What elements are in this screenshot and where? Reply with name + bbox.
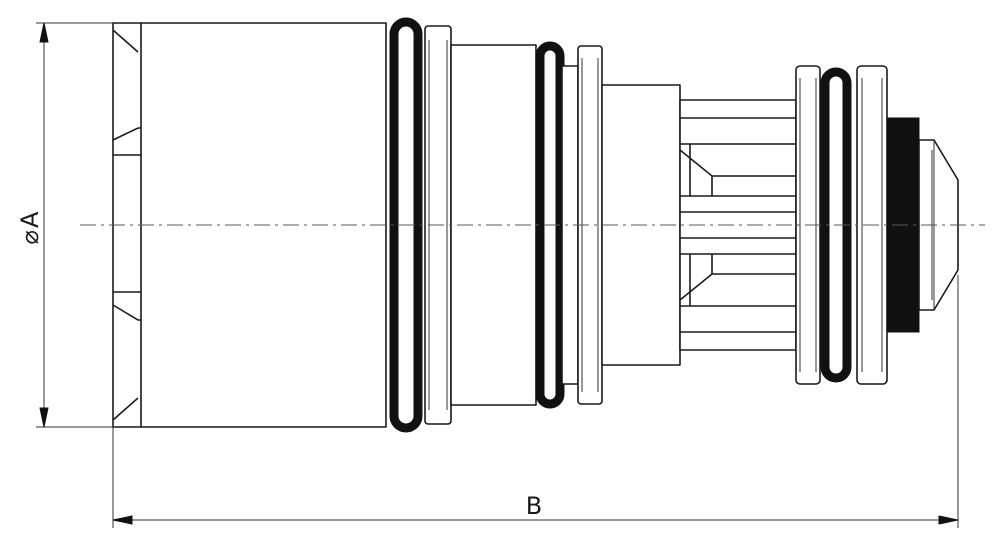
dimension-b-label: B — [526, 492, 542, 520]
dimension-a: ⌀A — [16, 22, 113, 428]
arrow-a-top — [39, 22, 49, 43]
arrow-a-bottom — [39, 407, 49, 428]
arrow-b-right — [938, 515, 959, 525]
arrow-b-left — [112, 515, 133, 525]
dimension-a-label: ⌀A — [16, 211, 44, 244]
dimension-b: B — [112, 275, 959, 528]
